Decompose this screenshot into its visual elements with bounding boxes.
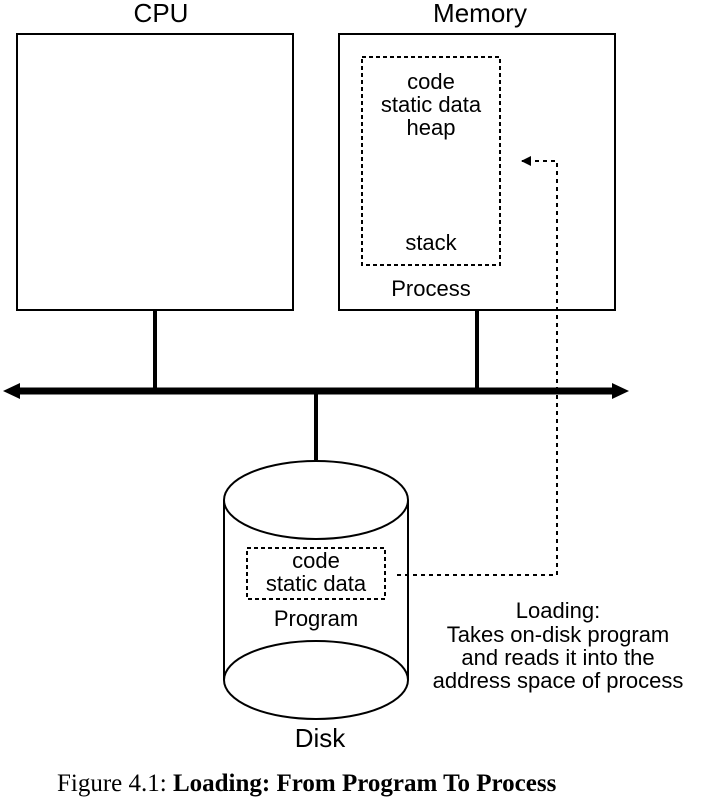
figure-caption-prefix: Figure 4.1: [57, 770, 167, 797]
process-label: Process [391, 276, 470, 301]
disk-label: Disk [295, 723, 347, 753]
disk-cylinder-body [223, 500, 409, 720]
process-segment-stack: stack [405, 230, 457, 255]
memory-label: Memory [433, 0, 527, 28]
bus-right-arrowhead [612, 383, 629, 399]
loading-note-line-4: address space of process [433, 668, 684, 693]
disk-cylinder-top [223, 460, 409, 540]
figure-caption: Figure 4.1: Loading: From Program To Pro… [57, 770, 556, 798]
loading-note-line-3: and reads it into the [461, 645, 654, 670]
loading-note-line-1: Loading: [516, 598, 600, 623]
bus-left-arrowhead [3, 383, 20, 399]
process-segment-heap: heap [407, 115, 456, 140]
cpu-label: CPU [134, 0, 189, 28]
cpu-box [16, 33, 294, 311]
loading-arrow [397, 156, 558, 576]
process-address-space [361, 56, 501, 266]
program-segment-code: code [292, 548, 340, 573]
figure-caption-title: Loading: From Program To Process [172, 770, 557, 797]
program-segment-static-data: static data [266, 571, 367, 596]
program-label: Program [274, 606, 358, 631]
loading-note-line-2: Takes on-disk program [447, 622, 670, 647]
process-segment-static-data: static data [381, 92, 482, 117]
memory-box [338, 33, 616, 311]
program-on-disk [246, 547, 386, 600]
disk-cylinder-bottom-rim [223, 640, 409, 681]
process-segment-code: code [407, 69, 455, 94]
